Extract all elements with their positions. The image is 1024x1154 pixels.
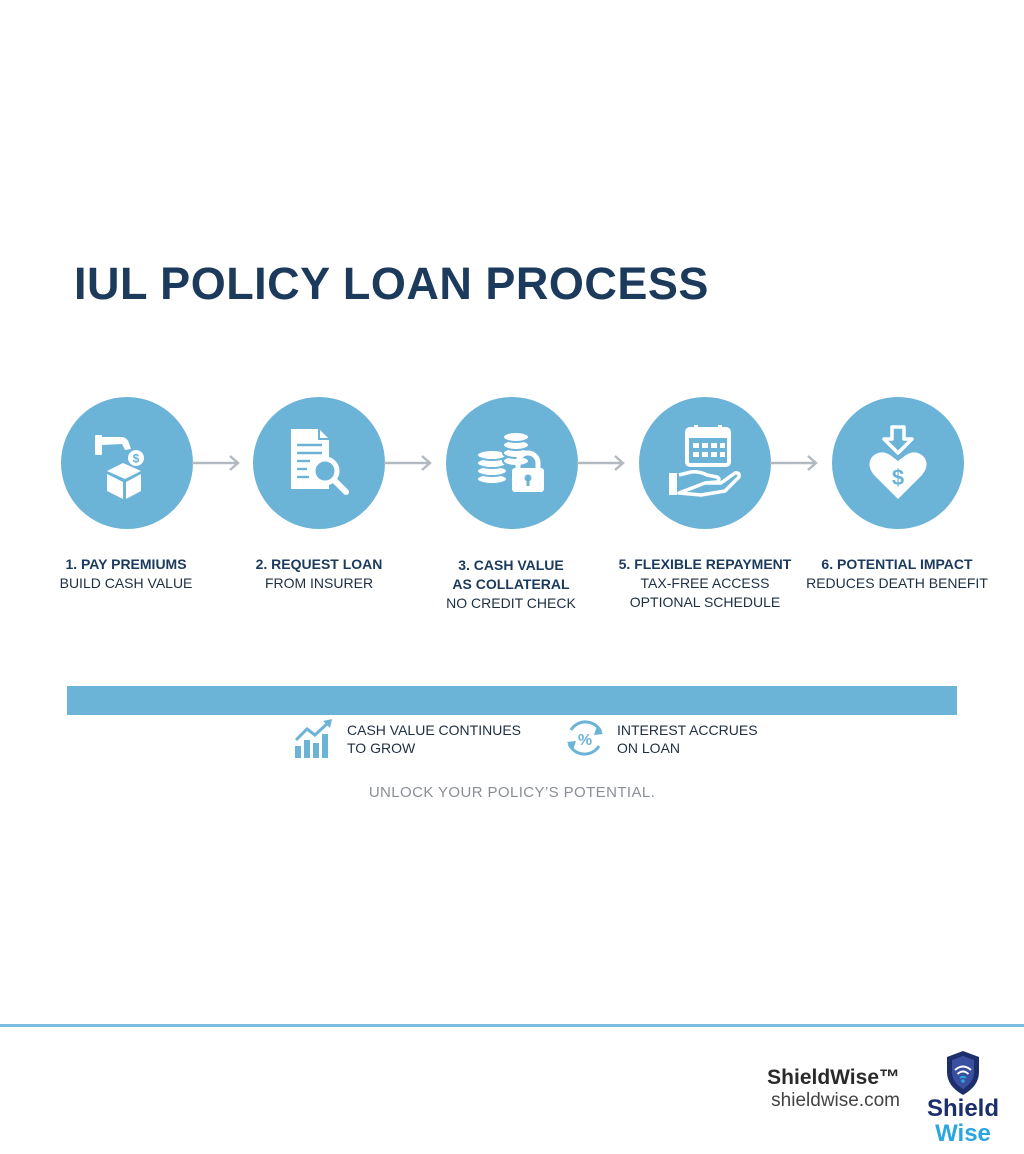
coins-lock-icon	[476, 431, 544, 492]
note-interest: % INTEREST ACCRUES ON LOAN	[563, 716, 803, 760]
arrow-right-icon	[384, 455, 432, 471]
step-1-circle: $	[61, 397, 193, 529]
step-subtitle: NO CREDIT CHECK	[446, 595, 576, 611]
page-title: IUL POLICY LOAN PROCESS	[74, 258, 709, 309]
timeline-bar	[67, 686, 957, 715]
step-3-circle	[446, 397, 578, 529]
step-6-label: 6. POTENTIAL IMPACT REDUCES DEATH BENEFI…	[797, 555, 997, 593]
step-subtitle-line-2: OPTIONAL SCHEDULE	[629, 594, 781, 610]
hand-coin-box-icon: $	[95, 435, 144, 499]
step-1-label: 1. PAY PREMIUMS BUILD CASH VALUE	[26, 555, 226, 593]
shieldwise-logo: Shield Wise	[920, 1048, 1006, 1154]
brand-url[interactable]: shieldwise.com	[771, 1090, 900, 1111]
logo-text-wise: Wise	[935, 1120, 991, 1147]
svg-text:$: $	[892, 465, 904, 490]
step-6-circle: $	[832, 397, 964, 529]
note-line-1: CASH VALUE CONTINUES	[347, 722, 521, 738]
svg-text:%: %	[578, 732, 592, 749]
step-subtitle: FROM INSURER	[264, 575, 374, 591]
document-magnifier-icon	[291, 429, 349, 495]
percent-cycle-icon: %	[567, 720, 603, 756]
note-line-1: INTEREST ACCRUES	[617, 722, 758, 738]
step-5-circle	[639, 397, 771, 529]
brand-name: ShieldWise™	[767, 1066, 900, 1089]
note-text: INTEREST ACCRUES ON LOAN	[617, 721, 807, 757]
note-line-2: ON LOAN	[617, 740, 681, 756]
note-line-2: TO GROW	[347, 740, 416, 756]
step-title: 6. POTENTIAL IMPACT	[821, 556, 973, 572]
note-cash-value: CASH VALUE CONTINUES TO GROW	[293, 716, 553, 760]
tagline: UNLOCK YOUR POLICY’S POTENTIAL.	[368, 784, 656, 801]
step-2-circle	[253, 397, 385, 529]
arrow-right-icon	[577, 455, 625, 471]
step-title: 3. CASH VALUE	[458, 557, 564, 573]
step-title-line-2: AS COLLATERAL	[452, 576, 570, 592]
step-subtitle: BUILD CASH VALUE	[59, 575, 193, 591]
step-title: 1. PAY PREMIUMS	[65, 556, 187, 572]
svg-text:$: $	[133, 452, 140, 466]
footer-divider	[0, 1024, 1024, 1027]
logo-text-shield: Shield	[926, 1095, 999, 1122]
arrow-right-icon	[192, 455, 240, 471]
step-5-label: 5. FLEXIBLE REPAYMENT TAX-FREE ACCESS OP…	[605, 555, 805, 612]
step-subtitle: TAX-FREE ACCESS	[640, 575, 770, 591]
note-text: CASH VALUE CONTINUES TO GROW	[347, 721, 537, 757]
step-title: 2. REQUEST LOAN	[255, 556, 383, 572]
step-2-label: 2. REQUEST LOAN FROM INSURER	[219, 555, 419, 593]
growth-chart-icon	[294, 719, 332, 758]
heart-dollar-down-icon: $	[869, 425, 927, 499]
shield-logo-icon	[947, 1051, 979, 1095]
step-3-label: 3. CASH VALUE AS COLLATERAL NO CREDIT CH…	[411, 556, 611, 613]
step-subtitle: REDUCES DEATH BENEFIT	[806, 575, 988, 591]
calendar-hand-icon	[669, 425, 741, 497]
step-title: 5. FLEXIBLE REPAYMENT	[618, 556, 792, 572]
arrow-right-icon	[770, 455, 818, 471]
